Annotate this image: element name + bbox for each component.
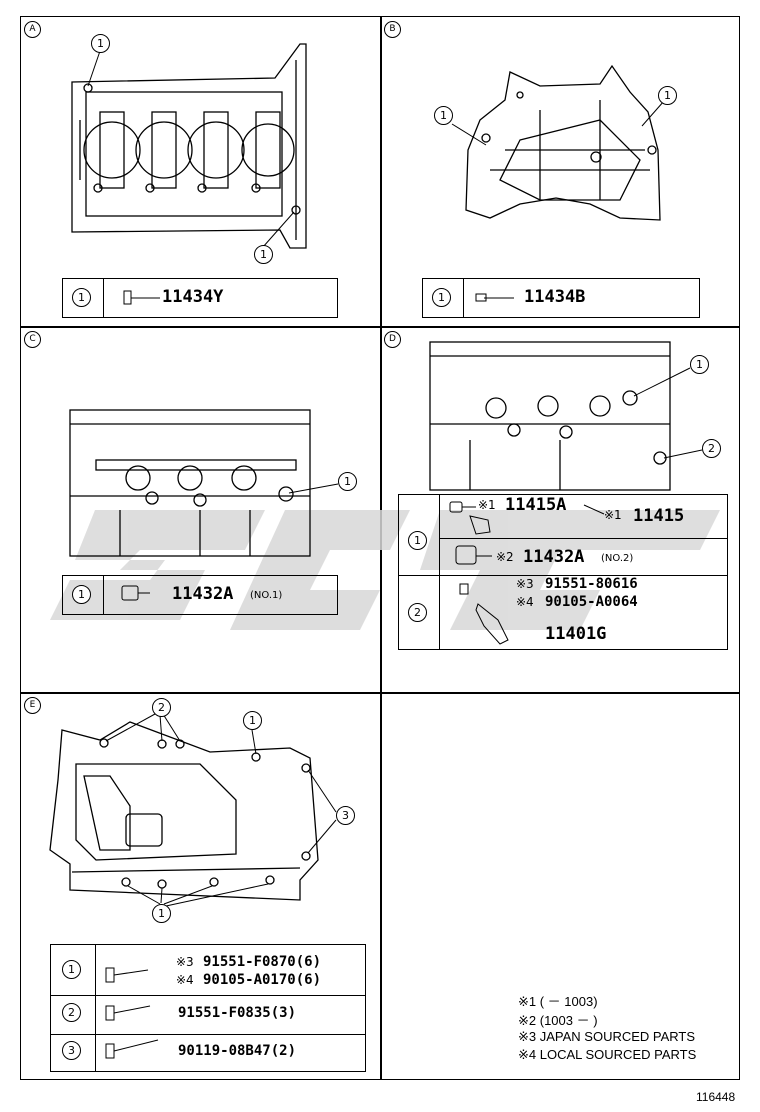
callout-3: 3 [336,806,355,825]
panel-c-label: C [24,331,41,348]
callout-1-bottom: 1 [152,904,171,923]
market-note-3: ※3 [176,955,194,969]
part-number-90105-a0064: 90105-A0064 [545,594,638,610]
part-number-11415a: 11415A [505,495,567,515]
callout-1-right: 1 [658,86,677,105]
callout-1-bottom: 1 [254,245,273,264]
part-number-11415: 11415 [633,506,685,526]
part-number-91551-f0835: 91551-F0835(3) [178,1005,297,1021]
panel-a-label: A [24,21,41,38]
market-note-1: ※1 [478,498,496,512]
note-1: ※1 ( － 1003) [518,994,598,1009]
market-note-4: ※4 [176,973,194,987]
table-c-index: 1 [72,585,91,604]
grid-divider-row1 [20,326,740,328]
callout-2: 2 [702,439,721,458]
market-note-1b: ※1 [604,508,622,522]
panel-b-label: B [384,21,401,38]
table-d-index-1: 1 [408,531,427,550]
market-note-3: ※3 [516,577,534,591]
part-number-11401g: 11401G [545,624,607,644]
callout-1-left: 1 [434,106,453,125]
part-number-90119-08b47: 90119-08B47(2) [178,1043,297,1059]
parts-table-c [62,575,338,615]
parts-table-b [422,278,700,318]
note-4: ※4 LOCAL SOURCED PARTS [518,1047,697,1062]
table-e-index-2: 2 [62,1003,81,1022]
part-number-91551-80616: 91551-80616 [545,576,638,592]
part-qualifier-no2: (NO.2) [601,553,634,564]
callout-2: 2 [152,698,171,717]
callout-1-top: 1 [243,711,262,730]
table-e-index-1: 1 [62,960,81,979]
grid-divider-row2 [20,692,740,694]
note-2: ※2 (1003 － ) [518,1013,598,1028]
part-number-90105-a0170: 90105-A0170(6) [203,972,322,988]
callout-1: 1 [338,472,357,491]
part-qualifier-no1: (NO.1) [250,590,283,601]
market-note-2: ※2 [496,550,514,564]
part-number-11432a-no2: 11432A [523,547,585,567]
part-number-11434b: 11434B [524,287,586,307]
part-number-11432a: 11432A [172,584,234,604]
callout-1: 1 [690,355,709,374]
table-e-index-3: 3 [62,1041,81,1060]
market-note-4: ※4 [516,595,534,609]
parts-table-d [398,494,728,650]
table-d-index-2: 2 [408,603,427,622]
table-b-index: 1 [432,288,451,307]
figure-code: 116448 [696,1090,736,1104]
parts-table-e [50,944,366,1072]
note-3: ※3 JAPAN SOURCED PARTS [518,1029,696,1044]
table-a-index: 1 [72,288,91,307]
callout-1-top: 1 [91,34,110,53]
panel-e-label: E [24,697,41,714]
panel-d-label: D [384,331,401,348]
part-number-91551-f0870: 91551-F0870(6) [203,954,322,970]
part-number-11434y: 11434Y [162,287,224,307]
parts-table-a [62,278,338,318]
